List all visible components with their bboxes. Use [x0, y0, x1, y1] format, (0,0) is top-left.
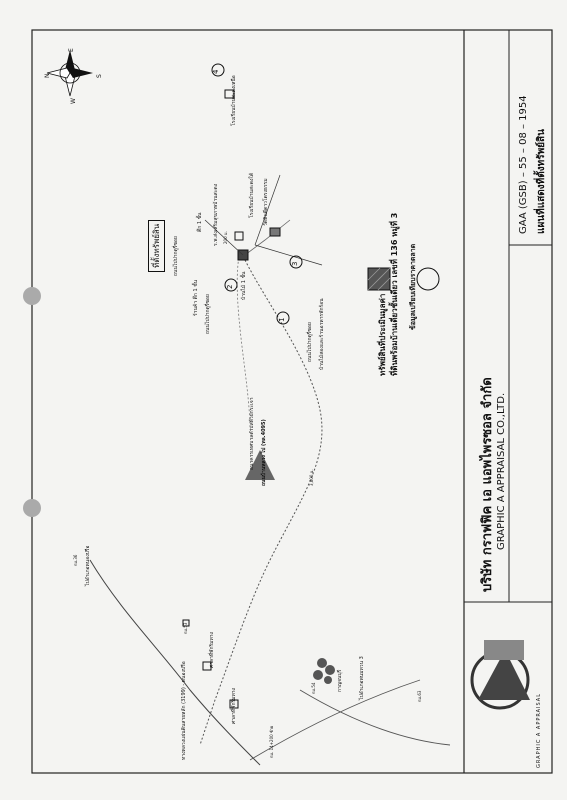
compass-rose [46, 50, 93, 97]
legend-item2: ข้อมูลเปรียบเทียบราคาตลาด [409, 243, 417, 330]
station-icon-1 [202, 661, 212, 671]
label-school2: โรงเรียนบ้านสะดงใต้ [249, 172, 255, 218]
callout-line-3 [254, 244, 323, 266]
label-road-to: ถนนไปปากตูรี่ซอย [173, 236, 179, 276]
label-num4: 4 [212, 69, 220, 74]
label-station1: ศาลาที่พักริมทาง [209, 632, 215, 668]
label-bus: บ้านไม้สองและร้านอาหารพักร้อน [319, 298, 325, 370]
label-road-main: ถนนบ้านหลวง ไป (ทล.4095) [261, 419, 267, 486]
compass-east: E [68, 48, 75, 52]
label-shop: ร้านค้า ตึก 1 ชั้น [193, 279, 199, 316]
temple-icon [269, 227, 281, 237]
station-icon-2 [229, 699, 239, 709]
label-shop-road: ถนนไปปากตูรี่ซอย [205, 294, 211, 334]
label-km36: กม.36 [73, 554, 78, 566]
map-title: แผนที่แสดงที่ตั้งทรัพย์สิน [536, 129, 547, 234]
village-trees-icon [313, 658, 335, 684]
label-temple: วัดหินดีดาวโดรงธรรม [263, 178, 269, 226]
highway-2 [249, 679, 421, 761]
compass-west: W [70, 98, 77, 104]
label-km63: กม.63 [417, 690, 422, 702]
hospital-icon [234, 231, 244, 241]
east-road [244, 219, 291, 256]
km-post-icon [182, 619, 190, 627]
label-km-note: กม. 14+200 ซ้าย [269, 725, 274, 758]
legend-circle-symbol [416, 267, 440, 291]
outer-frame [31, 29, 553, 774]
compass-north: N [44, 73, 51, 79]
label-subject-box-text: ที่ตั้งทรัพย์สิน [152, 223, 161, 268]
comparable-2-marker [224, 278, 238, 292]
callout-line-1 [204, 219, 244, 256]
company-name-english-visible: GRAPHIC A APPRAISAL CO.,LTD. [496, 392, 507, 550]
school-icon [224, 89, 235, 99]
label-school: โรงเรียนบ้านสะดงเหนือ [231, 75, 237, 126]
label-num3: 3 [291, 261, 299, 266]
label-km53: กม.53 [183, 622, 188, 634]
reference-number: GAA (GSB) – 55 – 08 – 1954 [518, 95, 529, 234]
label-num1: 1 [278, 317, 286, 322]
label-km-small: 200 ม. [223, 231, 228, 244]
branch-road [236, 249, 251, 431]
label-dir-north: ไปอำเภอหนองปรือ [85, 545, 91, 586]
legend-item1-line2: ที่ดินพร้อมบ้านเดี่ยวชั้นเดียว เลขที่ 13… [390, 212, 399, 376]
callout-line-2 [254, 174, 281, 246]
company-name-thai: บริษัท กราฟฟิค เอ แอพไพรซอล จำกัด [480, 377, 495, 592]
bottom-road [299, 689, 451, 746]
label-subject-box: ที่ตั้งทรัพย์สิน [148, 219, 165, 272]
label-num2: 2 [226, 284, 234, 289]
legend-hatch-2 [367, 267, 381, 281]
punch-hole-1 [23, 287, 41, 305]
label-temple2: ธนาคารเทศบาลตำบลห้วยกระเจา [249, 397, 255, 470]
legend-hatch-3 [377, 277, 391, 291]
label-bridge-road: ไปอำเภอพนมทวน 3 [359, 656, 365, 700]
label-hospital: ร.พ.ส่งเสริมสุขภาพบ้านสะดง [213, 183, 219, 246]
label-km54: กม.54 [311, 682, 316, 694]
company-logo [470, 640, 530, 710]
label-hwy: ทางหลวงแผ่นดินสายหลัก (3199) - หนองปรือ [181, 661, 187, 760]
label-station2: ศาลาที่พักริมทาง [231, 688, 237, 724]
comparable-3-marker [289, 255, 303, 269]
label-bike-path: ถนนไปปากตูรี่ซอย [307, 322, 313, 362]
logo-caption: GRAPHIC A APPRAISAL [536, 693, 542, 768]
comparable-4-marker [211, 63, 225, 77]
label-dist1: 3,800 ม. [309, 469, 314, 486]
legend-hatch-1 [367, 267, 391, 291]
label-stone1: ตึก 1 ชั้น [197, 212, 203, 232]
label-house1: บ้านไม้ 1 ชั้น [241, 271, 247, 300]
label-village: กาญจนบุรี [337, 669, 343, 692]
govt-emblem-icon [245, 450, 275, 480]
highway [89, 559, 261, 766]
punch-hole-2 [23, 499, 41, 517]
comparable-1-marker [276, 311, 290, 325]
compass-south: S [96, 74, 103, 78]
main-road [199, 259, 323, 746]
